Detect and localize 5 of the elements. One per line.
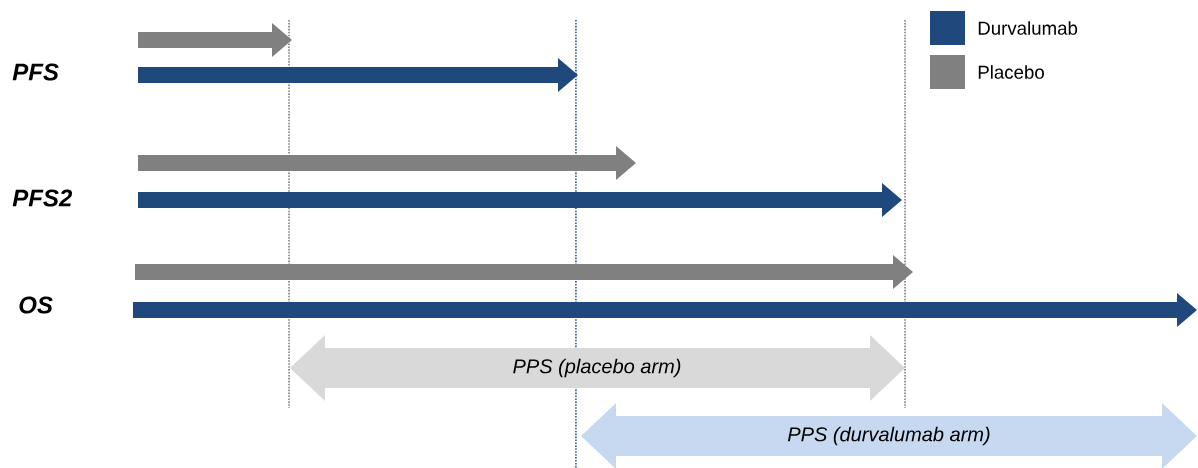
row-label: PFS [12, 63, 59, 81]
row-label: PFS2 [12, 189, 73, 207]
legend-label: Placebo [978, 65, 1044, 79]
legend-label: Durvalumab [978, 21, 1078, 35]
row-label: OS [19, 296, 53, 314]
